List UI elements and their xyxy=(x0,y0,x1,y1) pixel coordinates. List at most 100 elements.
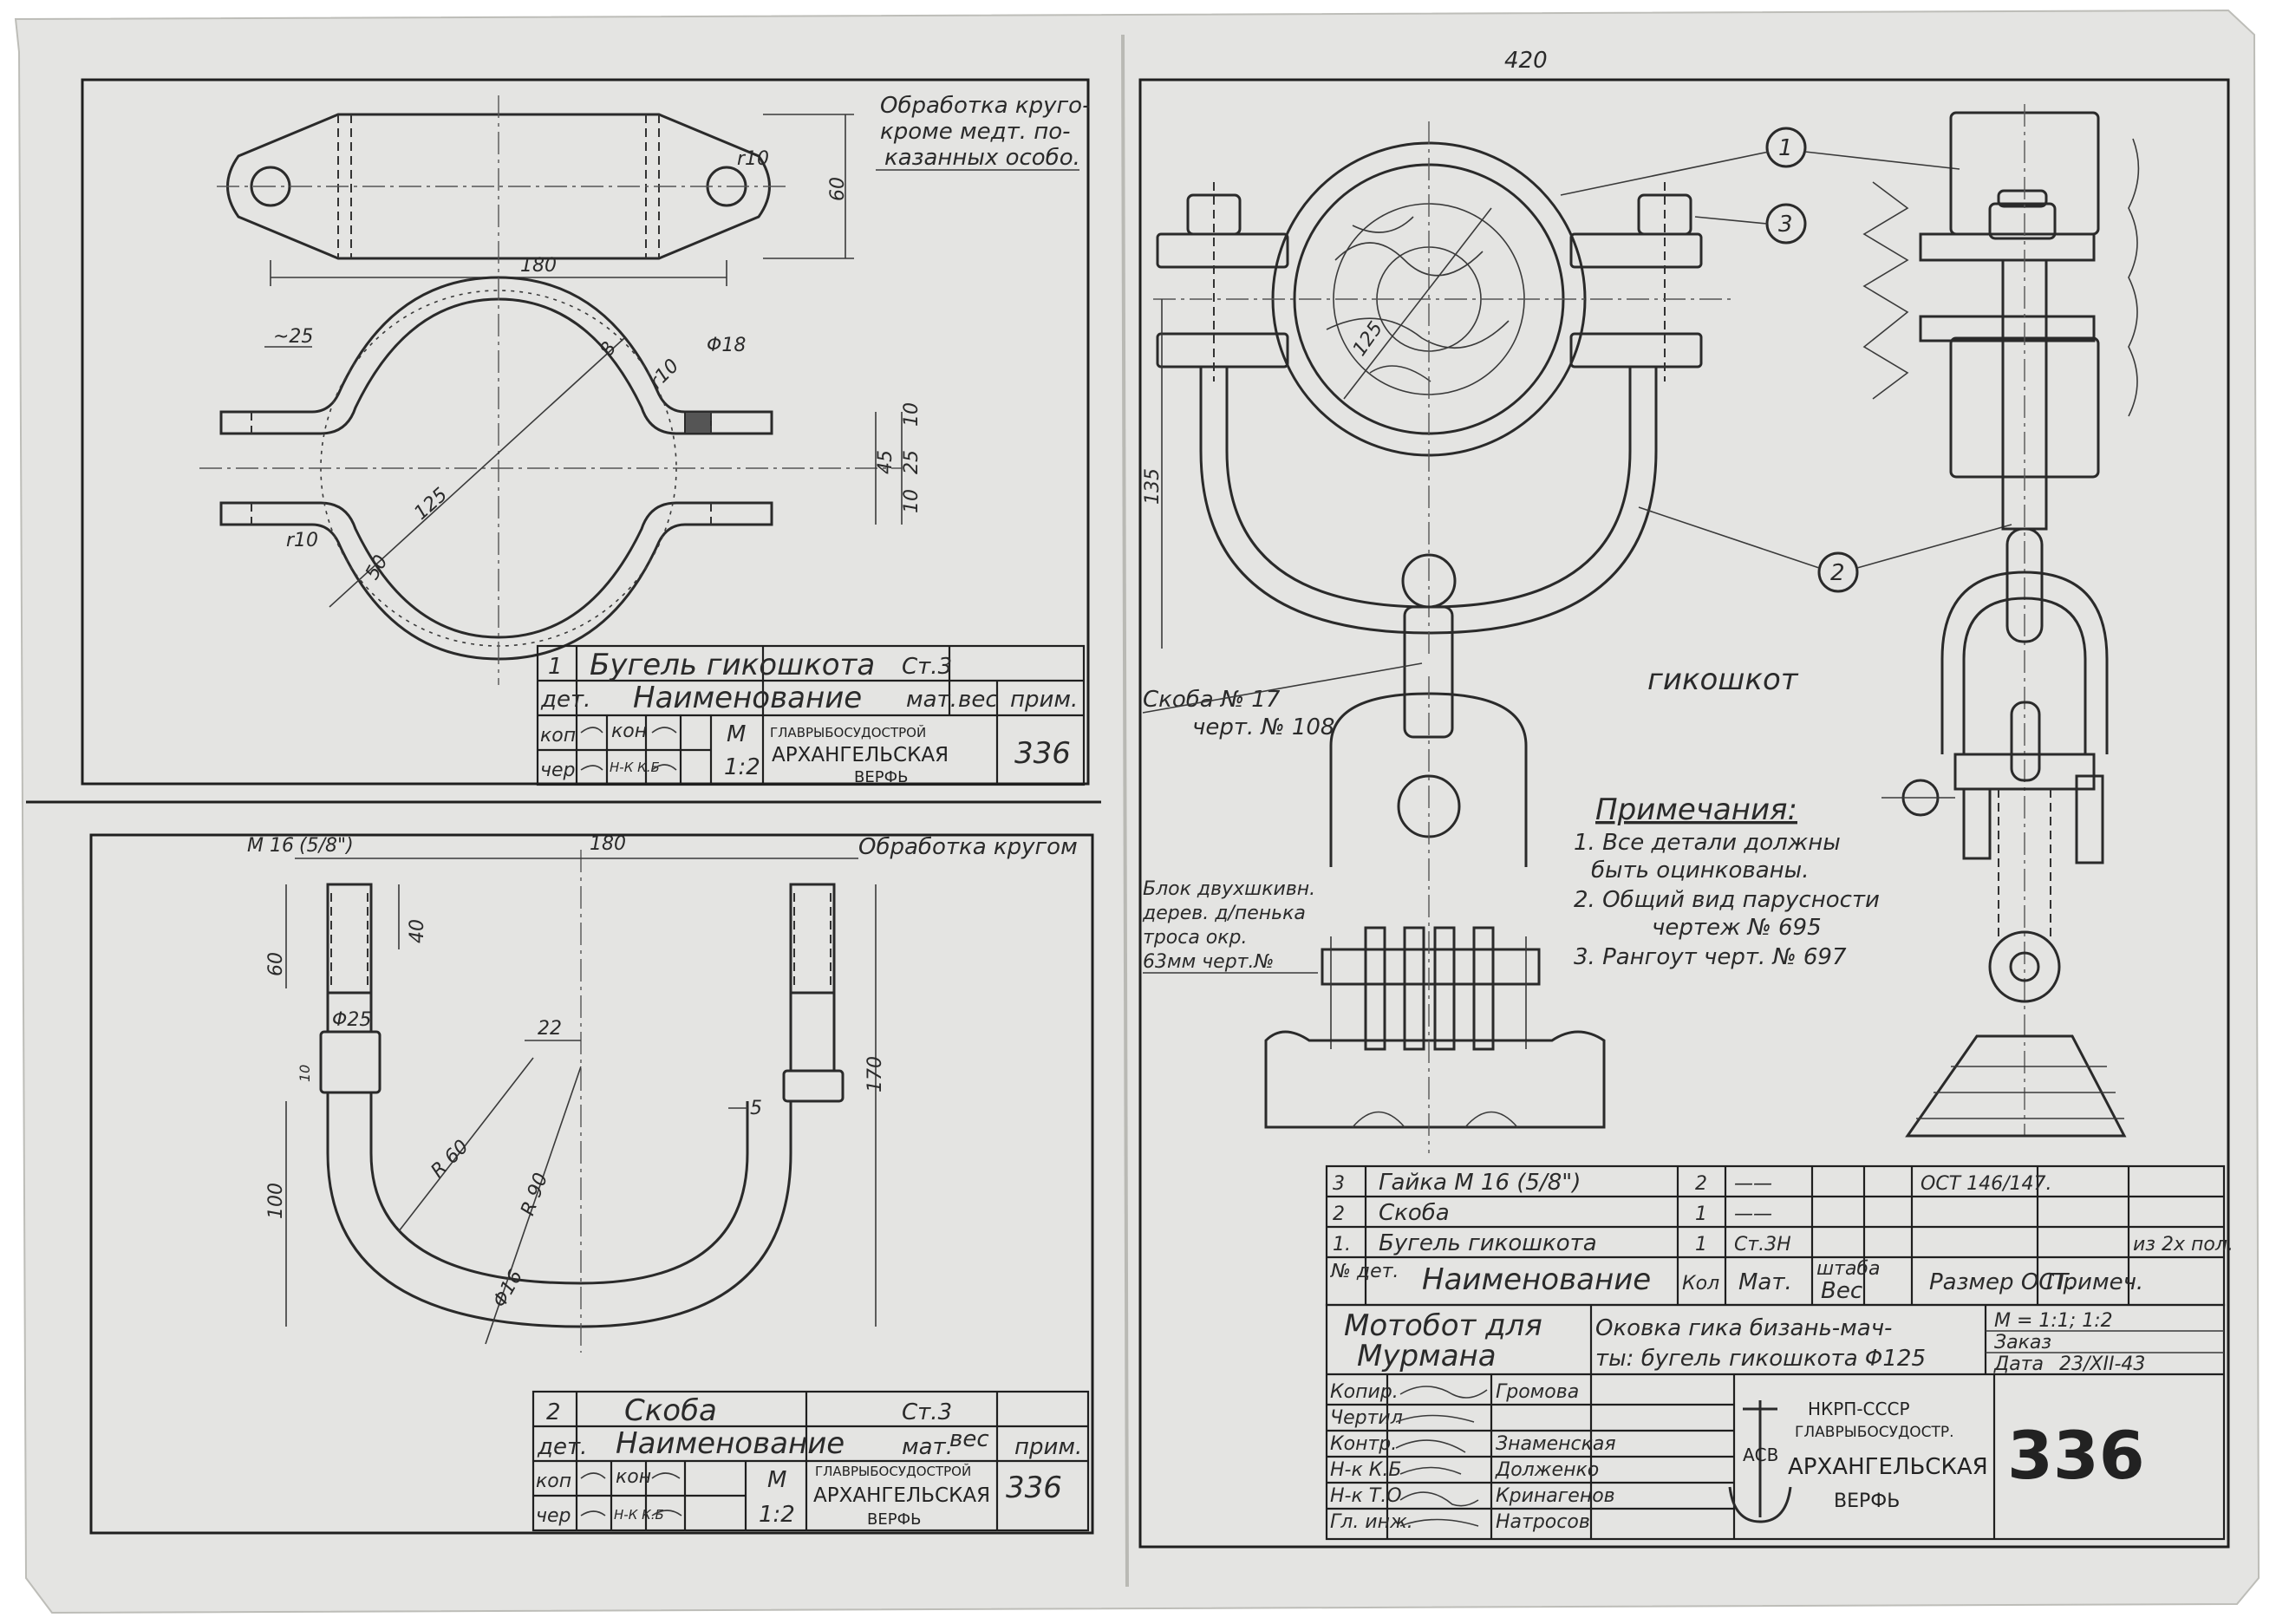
role-kontr: Контр. xyxy=(1330,1433,1397,1455)
callout-2: 2 xyxy=(1830,560,1845,586)
stamp-yard2: ВЕРФЬ xyxy=(1834,1490,1900,1512)
clamp-note-line2: кроме медт. по- xyxy=(880,119,1071,145)
dim-r10b: r10 xyxy=(286,530,318,551)
logo-letters: АСВ xyxy=(1743,1445,1778,1465)
callout-1: 1 xyxy=(1778,135,1793,161)
role-nk-kb: Н-к К.Б xyxy=(1330,1459,1401,1481)
shackle-tb-mat: Ст.3 xyxy=(902,1399,952,1425)
clamp-plan-view: 180 60 r10 xyxy=(217,95,854,286)
dim-d18: Φ18 xyxy=(707,335,746,356)
dim-total: 45 xyxy=(875,450,897,474)
shackle-tb-kop: коп xyxy=(536,1471,571,1492)
drawing-title-line2: ты: бугель гикошкота Φ125 xyxy=(1595,1346,1926,1372)
drawing-title-line1: Оковка гика бизань-мач- xyxy=(1595,1315,1892,1341)
clamp-tb-yard2: ВЕРФЬ xyxy=(854,768,908,786)
paper xyxy=(14,9,2260,1614)
clamp-tb-mat: Ст.3 xyxy=(902,654,952,680)
parts-cell-mat: —— xyxy=(1734,1173,1772,1195)
shackle-tb-sheet-no: 336 xyxy=(1006,1471,1062,1505)
paper-fold xyxy=(1121,34,1129,1588)
shackle-tb-hdr-note: прим. xyxy=(1014,1434,1082,1460)
role-nk-to: Н-к Т.О xyxy=(1330,1485,1402,1507)
parts-list xyxy=(1325,1164,2226,1307)
clamp-tb-hdr-det: дет. xyxy=(540,687,590,713)
assembly-front-view: 125 135 1 3 2 xyxy=(1142,121,2012,1153)
dim-offset: ~25 xyxy=(273,326,313,348)
shackle-tb-nk: Н-К К.Б xyxy=(614,1507,664,1523)
clamp-tb-hdr-mat: мат. xyxy=(906,687,957,713)
name-krinagenov: Кринагенов xyxy=(1496,1485,1615,1507)
name-dolzhenko: Долженко xyxy=(1495,1459,1599,1481)
callout-3: 3 xyxy=(1778,212,1793,238)
parts-hdr-no: № дет. xyxy=(1330,1261,1399,1282)
shackle-tb-yard: АРХАНГЕЛЬСКАЯ xyxy=(813,1484,990,1507)
note-1b: быть оцинкованы. xyxy=(1591,858,1809,884)
clamp-elevation: 125 8 ~25 r10 Φ18 10 25 10 45 r10 50 xyxy=(199,276,923,685)
panel-shackle: Обработка кругом 180 М 16 (5/8") xyxy=(89,833,1094,1535)
anchor-logo: АСВ xyxy=(1728,1400,1792,1523)
clamp-title-block: 1 Бугель гикошкота Ст.3 дет. Наименовани… xyxy=(536,644,1086,786)
dim-len40: 40 xyxy=(407,919,428,943)
shackle-tb-kon: кон xyxy=(616,1466,651,1488)
parts-cell-mat: —— xyxy=(1734,1203,1772,1225)
dim-thread-in: (5/8") xyxy=(299,835,354,857)
clamp-tb-cher: чер xyxy=(540,760,576,781)
main-sheet-no: 336 xyxy=(2007,1417,2145,1494)
scale: М = 1:1; 1:2 xyxy=(1994,1310,2113,1332)
dim-off22: 22 xyxy=(538,1018,562,1040)
dim-s5: 5 xyxy=(750,1098,762,1119)
parts-cell-no: 2 xyxy=(1333,1203,1345,1225)
assembly-notes: Примечания: 1. Все детали должны быть оц… xyxy=(1574,792,1880,970)
clamp-tb-kon: кон xyxy=(611,721,647,742)
clamp-tb-hdr-note: прим. xyxy=(1010,687,1078,713)
parts-hdr-size: Размер ОСТ. xyxy=(1929,1269,2076,1295)
shackle-tb-hdr-det: дет. xyxy=(537,1434,587,1460)
panel-clamp: Обработка круго- кроме медт. по- казанны… xyxy=(26,78,1101,804)
note-2b: чертеж № 695 xyxy=(1652,915,1822,941)
role-chertil: Чертил xyxy=(1330,1407,1403,1429)
note-3: 3. Рангоут черт. № 697 xyxy=(1574,944,1847,970)
parts-cell-qty: 1 xyxy=(1695,1203,1707,1225)
parts-hdr-mat: Мат. xyxy=(1738,1269,1792,1295)
date-label: Дата xyxy=(1993,1353,2044,1375)
order-label: Заказ xyxy=(1994,1332,2051,1353)
dim-135: 135 xyxy=(1142,468,1164,505)
parts-cell-qty: 1 xyxy=(1695,1234,1707,1256)
parts-cell-no: 1. xyxy=(1333,1234,1351,1256)
corner-pencil-note: 420 xyxy=(1504,48,1548,74)
parts-cell-mat: Ст.3Н xyxy=(1734,1234,1791,1256)
clamp-tb-org: ГЛАВРЫБОСУДОСТРОЙ xyxy=(770,724,926,740)
assembly-side-view xyxy=(1862,104,2140,1138)
stamp-ministry: НКРП-СССР xyxy=(1808,1399,1910,1419)
clamp-tb-hdr-name: Наименование xyxy=(633,681,862,715)
dim-length: 180 xyxy=(520,255,557,277)
parts-cell-qty: 2 xyxy=(1695,1173,1707,1195)
clamp-tb-sheet-no: 336 xyxy=(1014,736,1071,771)
dim-h10: 10 xyxy=(297,1065,313,1082)
clamp-note-line3: казанных особо. xyxy=(884,145,1080,171)
shackle-tb-num: 2 xyxy=(546,1399,561,1425)
parts-hdr-qty: Кол xyxy=(1682,1273,1719,1295)
dim-len100: 100 xyxy=(265,1183,287,1219)
project-line1: Мотобот для xyxy=(1344,1308,1542,1343)
dim-len170: 170 xyxy=(864,1056,886,1092)
stamp-yard: АРХАНГЕЛЬСКАЯ xyxy=(1788,1454,1988,1480)
clamp-tb-scale-m: М xyxy=(727,721,746,747)
shackle-tb-hdr-name: Наименование xyxy=(616,1426,845,1461)
label-block-line1: Блок двухшкивн. xyxy=(1143,878,1315,900)
shackle-tb-hdr-mat: мат. xyxy=(902,1434,953,1460)
parts-header: № дет. Наименование Кол Мат. штаба Вес Р… xyxy=(1330,1258,2143,1304)
dim-len60: 60 xyxy=(265,952,287,976)
shackle-note: Обработка кругом xyxy=(858,834,1078,860)
clamp-tb-scale: 1:2 xyxy=(724,754,760,780)
shackle-tb-cher: чер xyxy=(536,1505,571,1527)
clamp-tb-name: Бугель гикошкота xyxy=(590,648,875,682)
parts-cell-note: из 2х пол. xyxy=(2133,1234,2234,1256)
stamp-org: ГЛАВРЫБОСУДОСТР. xyxy=(1795,1424,1954,1441)
clamp-tb-nk: Н-К К.Б xyxy=(610,760,660,775)
dim-hole-r: r10 xyxy=(737,148,769,170)
project-line2: Мурмана xyxy=(1357,1339,1497,1373)
